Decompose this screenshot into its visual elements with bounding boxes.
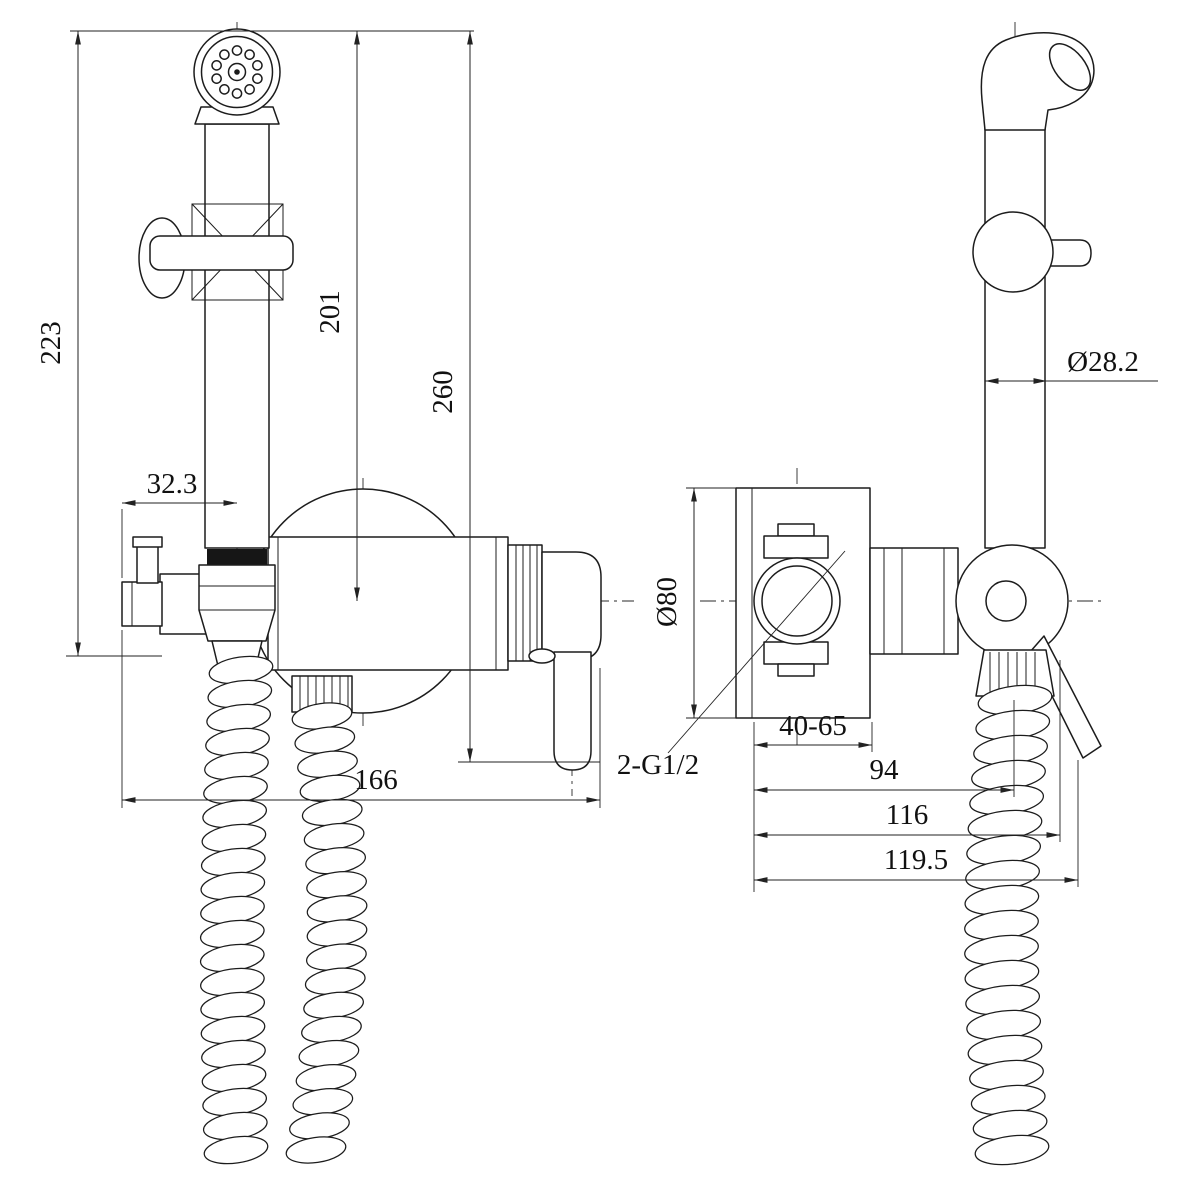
dim-40-65: 40-65: [754, 710, 873, 752]
dim-119-5: 119.5: [754, 760, 1079, 887]
side-valve-body: [869, 544, 1069, 658]
dim-label-28-2: Ø28.2: [1067, 346, 1139, 378]
dim-label-223: 223: [35, 321, 67, 365]
front-hose-coil-1: [199, 655, 274, 1165]
dim-label-166: 166: [354, 764, 398, 796]
side-view: Ø28.2 Ø80 2-G1/2 40-65 94: [617, 22, 1158, 1166]
front-handle: [204, 123, 270, 549]
dim-label-119-5: 119.5: [884, 844, 948, 876]
dim-label-40-65: 40-65: [779, 710, 847, 742]
dim-28-2: Ø28.2: [985, 346, 1158, 384]
front-sprayer-head: [193, 28, 281, 125]
front-dimensions: 223 201 260 32.3 166: [35, 30, 601, 808]
dim-label-80: Ø80: [651, 577, 683, 627]
side-dimensions: Ø28.2 Ø80 2-G1/2 40-65 94: [617, 346, 1158, 892]
front-water-inlet: [121, 536, 207, 635]
dim-94: 94: [754, 700, 1015, 797]
dim-label-260: 260: [427, 370, 459, 414]
front-outlet-spout: [528, 551, 602, 771]
thread-label: 2-G1/2: [617, 749, 699, 781]
thread-callout: 2-G1/2: [617, 749, 699, 781]
dim-32-3: 32.3: [121, 468, 237, 578]
dim-label-201: 201: [314, 290, 346, 334]
side-knob: [972, 211, 1092, 293]
side-wall-flange: [667, 487, 871, 754]
dim-80: Ø80: [651, 487, 740, 719]
front-hose-coil-2: [285, 702, 368, 1164]
front-control-lever: [138, 203, 294, 301]
dim-label-32-3: 32.3: [147, 468, 198, 500]
dim-223: 223: [35, 31, 162, 657]
dim-166: 166: [121, 630, 601, 808]
front-handle-joint: [198, 549, 353, 713]
dim-label-94: 94: [870, 754, 900, 786]
front-view: 223 201 260 32.3 166: [35, 22, 634, 1165]
dim-201: 201: [314, 31, 360, 601]
side-hose-coil: [964, 684, 1053, 1166]
front-valve-body: [267, 536, 543, 671]
spray-nozzles-icon: [211, 45, 263, 99]
side-handle: [984, 127, 1046, 549]
side-sprayer-head: [980, 32, 1095, 131]
dim-label-116: 116: [886, 799, 928, 831]
dim-260: 260: [427, 31, 600, 763]
dim-116: 116: [754, 660, 1061, 842]
